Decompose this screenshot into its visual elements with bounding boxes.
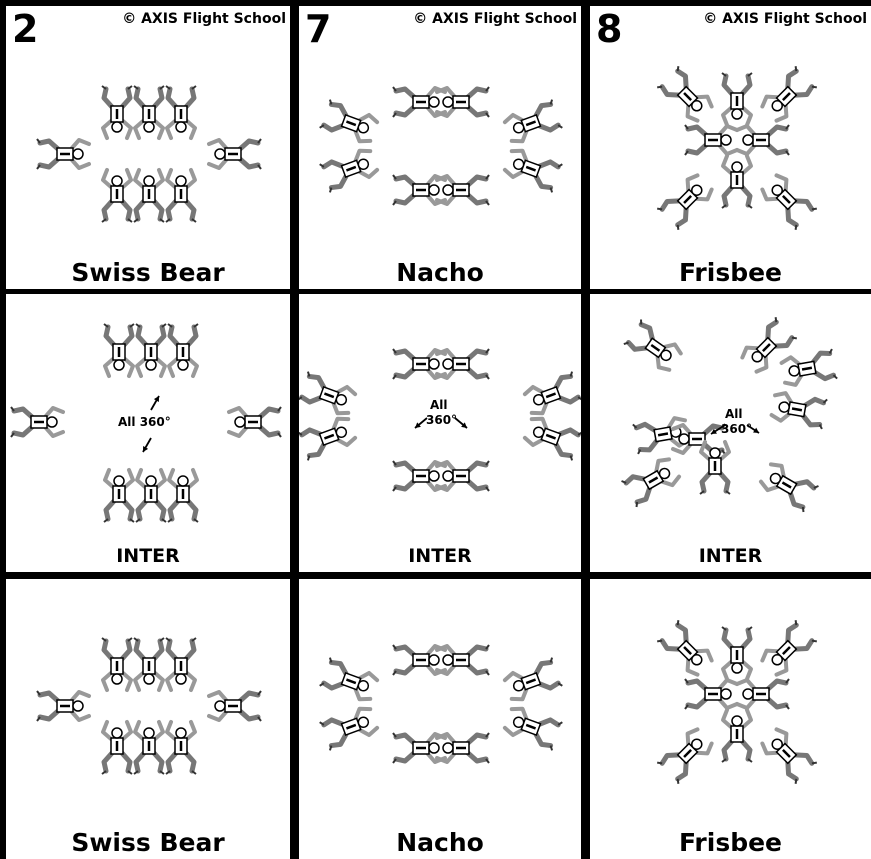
- nacho-diagram: [299, 6, 581, 289]
- swiss-bear-inter-diagram: All 360°: [6, 294, 290, 572]
- skydiver-icon: [657, 620, 715, 678]
- skydiver-icon: [136, 324, 166, 376]
- formation-name: Swiss Bear: [6, 828, 290, 857]
- swiss-bear-diagram: [6, 6, 290, 289]
- rotation-label-line2: 360°: [721, 422, 752, 436]
- formation-name: Nacho: [299, 258, 581, 287]
- skydiver-icon: [102, 722, 132, 774]
- skydiver-icon: [209, 139, 261, 169]
- skydiver-icon: [503, 704, 562, 750]
- rotation-label-line1: All: [430, 398, 448, 412]
- rotation-label: All 360°: [118, 415, 171, 429]
- skydiver-icon: [229, 407, 281, 437]
- rotation-label-line2: 360°: [426, 413, 457, 427]
- skydiver-icon: [722, 627, 752, 679]
- skydiver-icon: [722, 73, 752, 125]
- formation-name: Nacho: [299, 828, 581, 857]
- skydiver-icon: [771, 390, 827, 429]
- skydiver-icon: [166, 86, 196, 138]
- swiss-bear-diagram: [6, 579, 290, 859]
- skydiver-icon: [320, 146, 379, 192]
- skydiver-icon: [622, 455, 682, 507]
- skydiver-icon: [134, 86, 164, 138]
- nacho-diagram: [299, 579, 581, 859]
- frisbee-diagram: [590, 579, 871, 859]
- inter-label: INTER: [299, 545, 581, 567]
- skydiver-icon: [166, 638, 196, 690]
- skydiver-icon: [685, 125, 737, 155]
- inter-label: INTER: [590, 545, 871, 567]
- skydiver-icon: [299, 414, 357, 460]
- cell-frisbee-bottom: Frisbee: [590, 579, 871, 859]
- skydiver-icon: [624, 320, 684, 374]
- skydiver-icon: [657, 726, 715, 784]
- skydiver-icon: [685, 679, 737, 709]
- skydiver-icon: [759, 172, 817, 230]
- cell-nacho-bottom: Nacho: [299, 579, 581, 859]
- skydiver-icon: [209, 691, 261, 721]
- skydiver-icon: [523, 414, 581, 460]
- rotation-label-line1: All: [725, 407, 743, 421]
- skydiver-icon: [102, 170, 132, 222]
- skydiver-icon: [759, 620, 817, 678]
- cell-nacho-top: 7 © AXIS Flight School Nacho: [299, 6, 581, 289]
- skydiver-icon: [657, 172, 715, 230]
- skydiver-icon: [722, 710, 752, 762]
- skydiver-icon: [37, 139, 89, 169]
- cell-swiss-bear-bottom: Swiss Bear: [6, 579, 290, 859]
- skydiver-icon: [136, 470, 166, 522]
- skydiver-icon: [168, 470, 198, 522]
- skydiver-icon: [759, 66, 817, 124]
- formation-name: Frisbee: [590, 258, 871, 287]
- skydiver-icon: [104, 470, 134, 522]
- skydiver-icon: [503, 658, 562, 704]
- skydiver-icon: [722, 156, 752, 208]
- skydiver-icon: [503, 100, 562, 146]
- skydiver-icon: [104, 324, 134, 376]
- frisbee-diagram: [590, 6, 871, 289]
- skydiver-icon: [37, 691, 89, 721]
- skydiver-icon: [657, 66, 715, 124]
- skydiver-icon: [102, 86, 132, 138]
- cell-swiss-bear-top: 2 © AXIS Flight School Swiss Bear: [6, 6, 290, 289]
- skydiver-icon: [523, 372, 581, 418]
- inter-label: INTER: [6, 545, 290, 567]
- skydiver-icon: [320, 658, 379, 704]
- skydiver-icon: [134, 170, 164, 222]
- skydiver-icon: [759, 726, 817, 784]
- skydiver-icon: [102, 638, 132, 690]
- skydiver-icon: [168, 324, 198, 376]
- cell-swiss-bear-inter: All 360° INTER: [6, 294, 290, 572]
- skydiver-icon: [781, 349, 837, 388]
- skydiver-icon: [737, 679, 789, 709]
- skydiver-icon: [320, 704, 379, 750]
- formation-name: Swiss Bear: [6, 258, 290, 287]
- skydiver-icon: [134, 638, 164, 690]
- skydiver-icon: [739, 317, 797, 375]
- skydiver-icon: [758, 460, 818, 512]
- skydiver-icon: [166, 722, 196, 774]
- skydiver-icon: [299, 372, 357, 418]
- cell-frisbee-top: 8 © AXIS Flight School Frisbee: [590, 6, 871, 289]
- skydiver-icon: [700, 442, 730, 494]
- skydiver-icon: [320, 100, 379, 146]
- skydiver-icon: [503, 146, 562, 192]
- formation-name: Frisbee: [590, 828, 871, 857]
- skydiver-icon: [166, 170, 196, 222]
- skydiver-icon: [737, 125, 789, 155]
- skydiver-icon: [11, 407, 63, 437]
- skydiver-icon: [134, 722, 164, 774]
